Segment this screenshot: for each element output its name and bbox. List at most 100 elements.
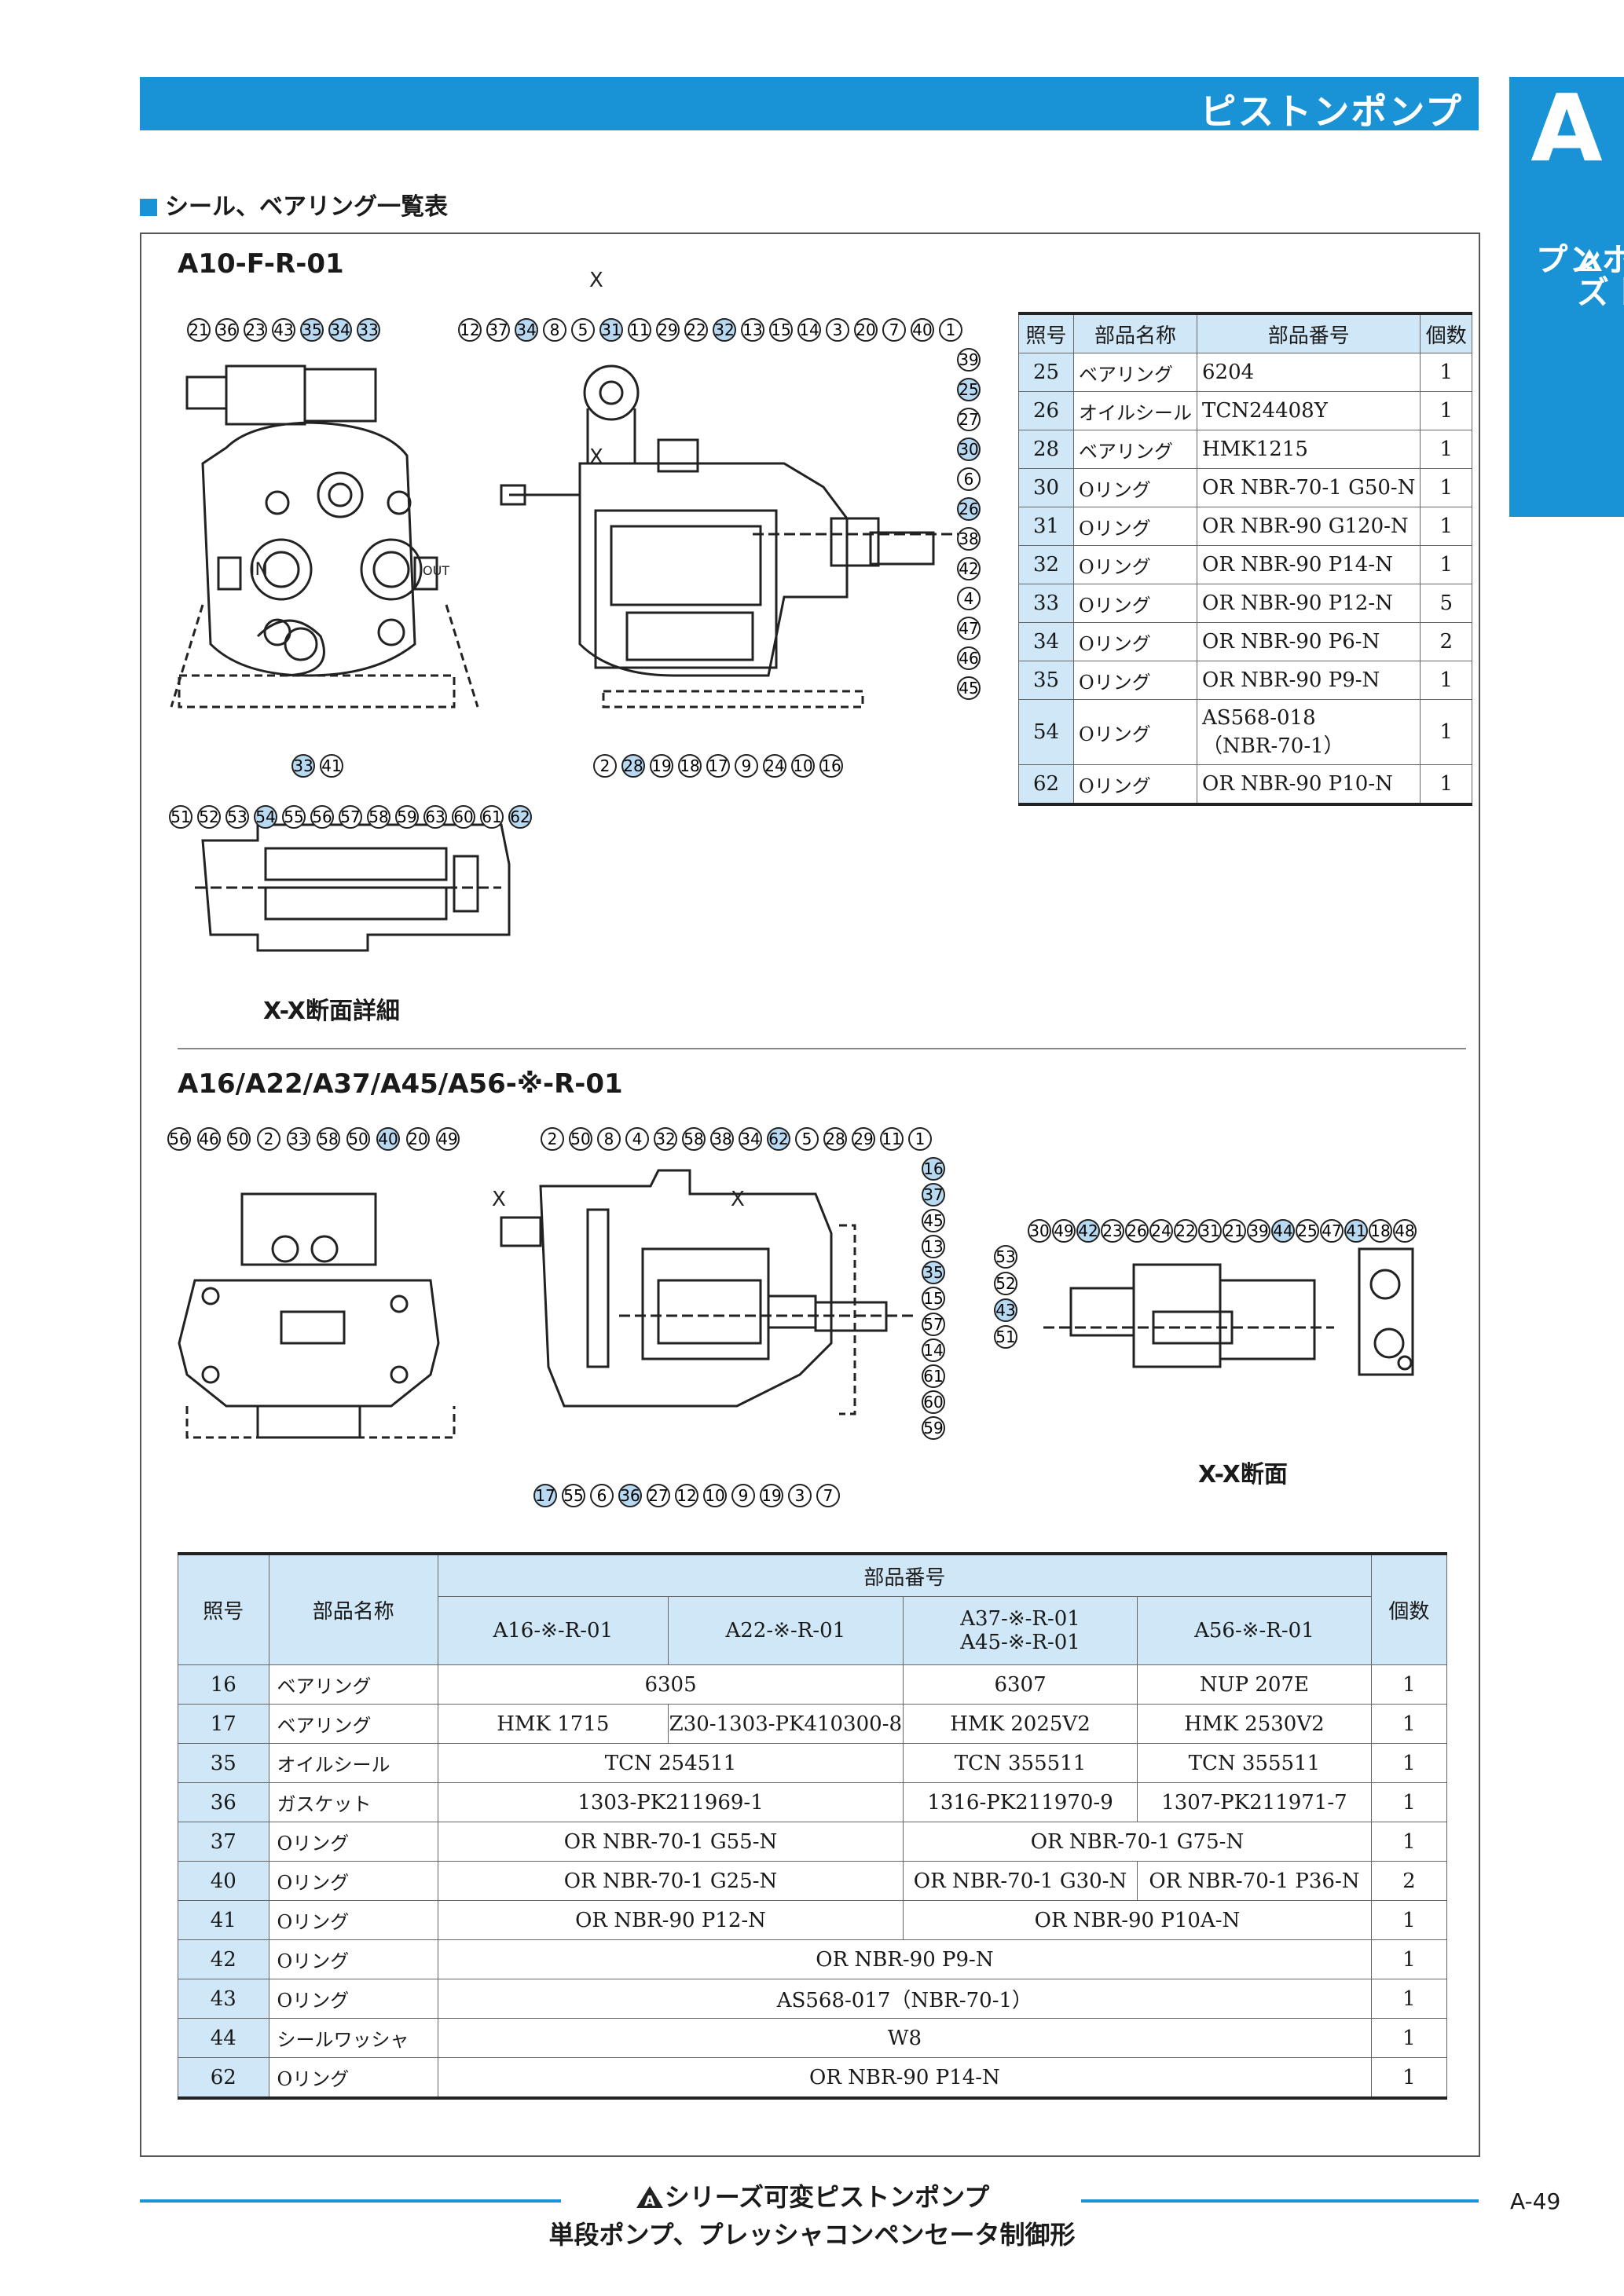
callout-number: 19 <box>651 756 671 775</box>
model2-title: A16/A22/A37/A45/A56-※-R-01 <box>178 1068 623 1100</box>
callout-number: 37 <box>488 320 508 339</box>
callout-circle <box>272 318 295 342</box>
callout-circle <box>957 557 981 580</box>
callout-circle <box>197 1127 221 1151</box>
callout-circle <box>328 318 352 342</box>
callout-circle <box>508 805 532 829</box>
callout-number: 29 <box>853 1130 873 1148</box>
callout-circle <box>731 1484 755 1507</box>
callout-number: 12 <box>676 1486 696 1505</box>
callout-circle <box>713 318 736 342</box>
callout-circle <box>628 318 651 342</box>
callout-number: 50 <box>348 1130 368 1148</box>
callout-circle <box>957 408 981 431</box>
callout-number: 50 <box>570 1130 590 1148</box>
callout-circle <box>922 1390 945 1414</box>
content-frame <box>140 233 1480 2157</box>
callout-number: 34 <box>740 1130 760 1148</box>
callout-number: 60 <box>923 1393 943 1412</box>
callout-circle <box>317 1127 340 1151</box>
callout-number: 51 <box>995 1327 1015 1346</box>
callout-number: 39 <box>959 350 978 369</box>
callout-number: 53 <box>227 807 247 826</box>
callout-circle <box>423 805 447 829</box>
callout-number: 26 <box>959 500 978 518</box>
callout-number: 48 <box>1395 1221 1414 1240</box>
x-marker-right: X <box>731 1188 745 1211</box>
callout-number: 7 <box>823 1486 834 1505</box>
callout-number: 37 <box>923 1185 943 1204</box>
callout-circle <box>169 805 192 829</box>
footer-series: A シリーズ可変ピストンポンプ <box>0 2177 1624 2214</box>
callout-number: 6 <box>964 470 974 489</box>
callout-circle <box>654 1127 677 1151</box>
callout-number: 38 <box>712 1130 731 1148</box>
callout-circle <box>590 1484 614 1507</box>
callout-circle <box>1101 1219 1124 1243</box>
callout-number: 31 <box>1200 1221 1219 1240</box>
callout-circle <box>760 1484 783 1507</box>
callout-number: 1 <box>946 320 956 339</box>
page-number: A-49 <box>1510 2188 1561 2214</box>
callout-circle <box>650 754 673 778</box>
callout-number: 40 <box>912 320 932 339</box>
callout-circle <box>647 1484 670 1507</box>
callout-circle <box>703 1484 727 1507</box>
callout-circle <box>541 1127 564 1151</box>
callout-number: 57 <box>340 807 360 826</box>
callout-number: 56 <box>169 1130 189 1148</box>
callout-circle <box>227 1127 251 1151</box>
callout-number: 38 <box>959 529 978 548</box>
callout-circle <box>571 318 595 342</box>
callout-number: 54 <box>255 807 275 826</box>
callout-number: 43 <box>995 1301 1015 1320</box>
callout-circle <box>922 1287 945 1310</box>
callout-number: 29 <box>658 320 677 339</box>
callout-circle <box>339 805 362 829</box>
callout-number: 8 <box>550 320 560 339</box>
callout-number: 60 <box>453 807 473 826</box>
callout-number: 49 <box>438 1130 457 1148</box>
callout-number: 32 <box>655 1130 675 1148</box>
callout-number: 17 <box>535 1486 555 1505</box>
callout-circle <box>1198 1219 1222 1243</box>
callout-circle <box>922 1157 945 1181</box>
callout-number: 45 <box>923 1211 943 1230</box>
series-logo-icon: A <box>636 2186 663 2210</box>
port-out-label: OUT <box>423 563 449 578</box>
callout-circle <box>625 1127 649 1151</box>
callout-number: 55 <box>284 807 303 826</box>
callout-number: 43 <box>273 320 293 339</box>
callout-number: 51 <box>170 807 190 826</box>
callout-number: 3 <box>833 320 843 339</box>
section-divider <box>178 1048 1466 1049</box>
callout-number: 46 <box>199 1130 218 1148</box>
col-model-a56: A56-※-R-01 <box>1137 1596 1372 1665</box>
footer-rule-left <box>140 2199 561 2203</box>
callout-number: 1 <box>915 1130 926 1148</box>
callout-circle <box>957 646 981 670</box>
callout-circle <box>257 1127 280 1151</box>
side-tab-letter: A <box>1531 74 1603 182</box>
callout-circle <box>254 805 277 829</box>
callout-circle <box>1369 1219 1392 1243</box>
x-marker-left: X <box>492 1188 506 1211</box>
callout-number: 26 <box>1127 1221 1146 1240</box>
callout-circle <box>346 1127 370 1151</box>
callout-circle <box>882 318 906 342</box>
callout-circle <box>656 318 680 342</box>
model2-parts-table: 照号 部品名称 部品番号 個数 A16-※-R-01 A22-※-R-01 A3… <box>178 1552 1448 2100</box>
callout-circle <box>675 1484 698 1507</box>
callout-number: 58 <box>318 1130 338 1148</box>
callout-circle <box>957 497 981 521</box>
callout-number: 20 <box>856 320 875 339</box>
callout-number: 15 <box>923 1289 943 1308</box>
model1-title: A10-F-R-01 <box>178 248 344 280</box>
callout-circle <box>480 805 504 829</box>
callout-circle <box>486 318 510 342</box>
